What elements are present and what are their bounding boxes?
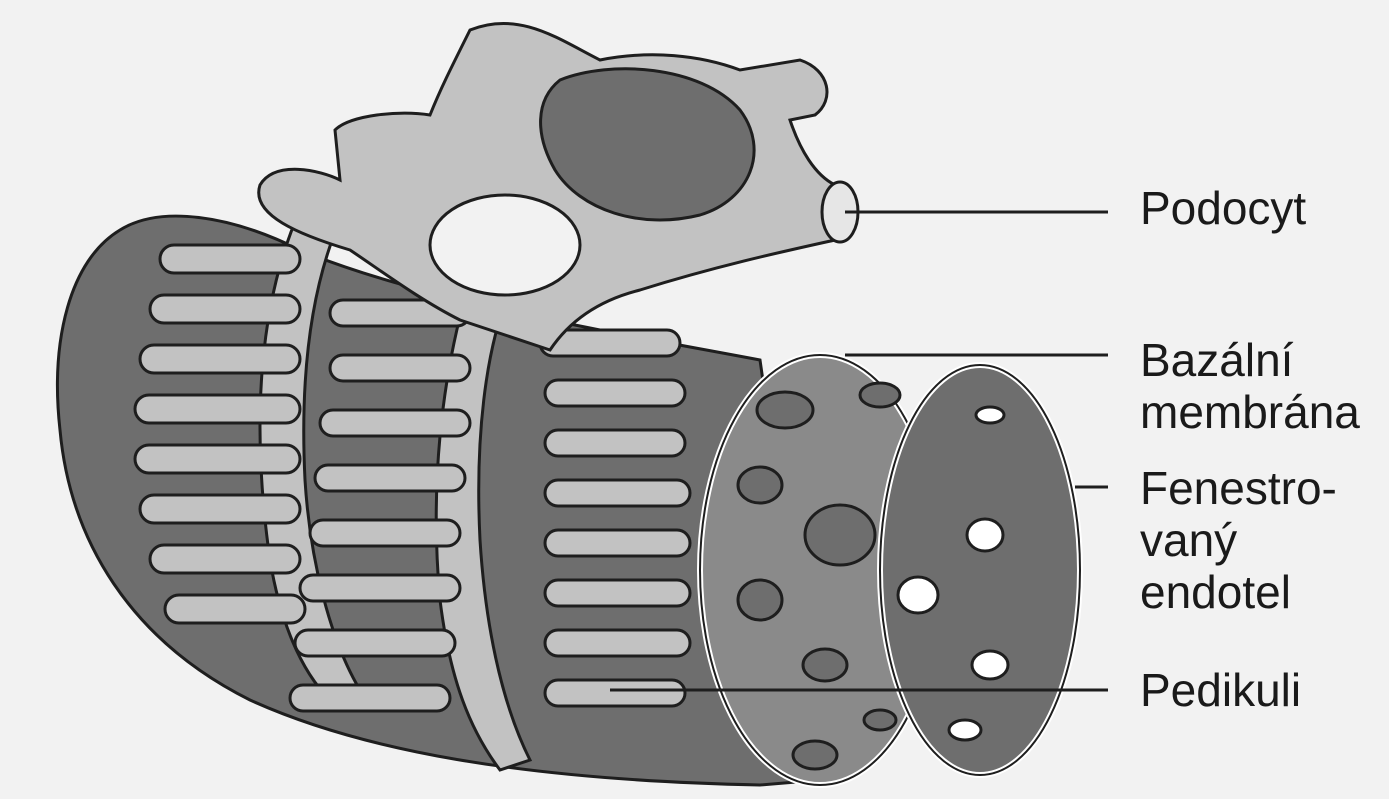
label-fenestro-line3: endotel <box>1140 566 1337 618</box>
label-fenestrovany-endotel: Fenestro- vaný endotel <box>1140 462 1337 618</box>
label-bazalni-membrana: Bazální membrána <box>1140 334 1360 438</box>
label-fenestro-line2: vaný <box>1140 514 1337 566</box>
label-bazalni-line2: membrána <box>1140 386 1360 438</box>
label-bazalni-line1: Bazální <box>1140 334 1360 386</box>
label-podocyt: Podocyt <box>1140 182 1306 234</box>
label-fenestro-line1: Fenestro- <box>1140 462 1337 514</box>
label-pedikuli-text: Pedikuli <box>1140 664 1301 716</box>
label-podocyt-text: Podocyt <box>1140 182 1306 234</box>
label-pedikuli: Pedikuli <box>1140 664 1301 716</box>
